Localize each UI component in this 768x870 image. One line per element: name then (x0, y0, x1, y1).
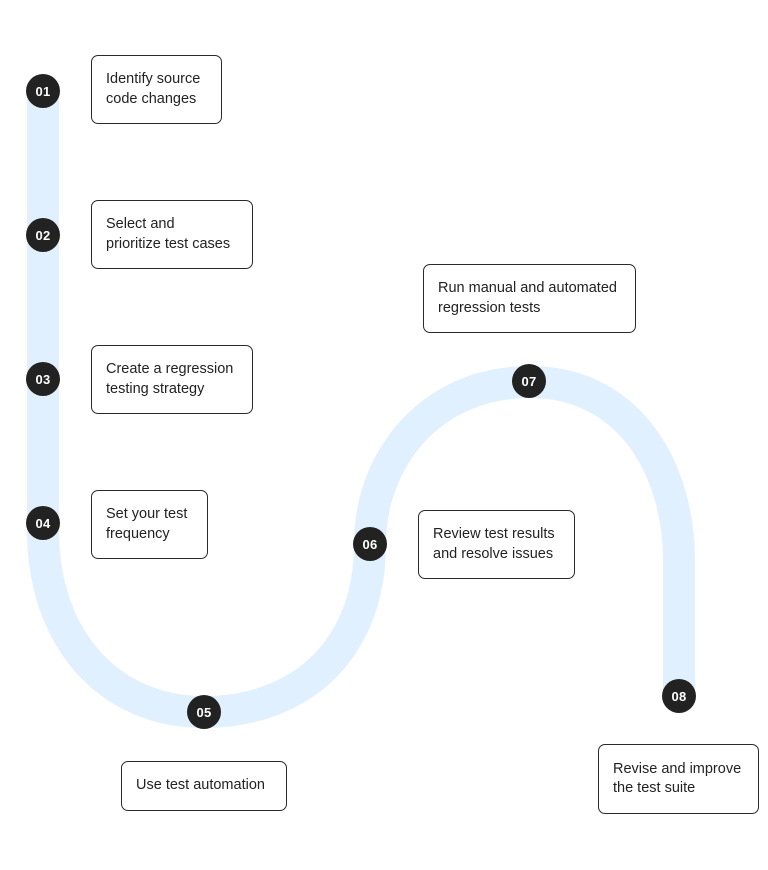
step-number-06: 06 (353, 527, 387, 561)
step-number-04: 04 (26, 506, 60, 540)
step-number-02: 02 (26, 218, 60, 252)
step-label-05: Use test automation (136, 777, 265, 794)
step-number-05: 05 (187, 695, 221, 729)
step-number-03: 03 (26, 362, 60, 396)
step-number-01: 01 (26, 74, 60, 108)
step-number-07: 07 (512, 364, 546, 398)
step-box-05: Use test automation (121, 761, 287, 811)
step-number-08: 08 (662, 679, 696, 713)
